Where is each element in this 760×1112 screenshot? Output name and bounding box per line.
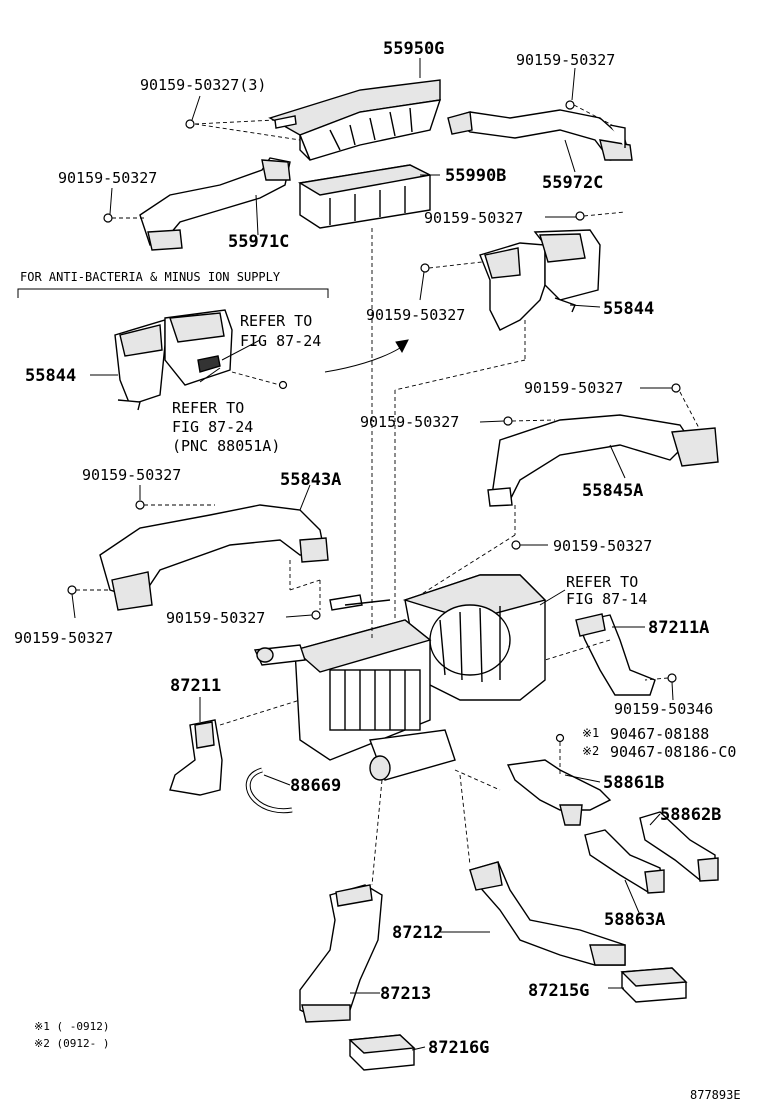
part-88669-drawing [245,767,293,814]
part-87211-drawing [169,719,223,796]
part-58863A-drawing [584,829,665,894]
label-90159-50327-top: 90159-50327 [516,51,615,69]
leader-lines [17,58,674,1051]
note-anti-bacteria: FOR ANTI-BACTERIA & MINUS ION SUPPLY [20,270,281,284]
part-87211A-drawing [575,613,656,696]
part-58861B-drawing [506,759,612,826]
label-55972C: 55972C [542,173,603,193]
label-90159-50327-l2: 90159-50327 [82,466,181,484]
label-90467-08188: 90467-08188 [610,725,709,743]
part-55843A-drawing [99,504,329,611]
part-87212-drawing [468,861,626,966]
assembly-dashed-lines [76,104,701,886]
part-55844-right-drawing [479,229,601,331]
label-90159-50327-right1: 90159-50327 [424,209,523,227]
label-55844-right: 55844 [603,299,654,319]
part-55950G-drawing [268,79,442,161]
mark-1: ※1 [582,726,599,740]
note-refer-87-14-line1: REFER TO [566,573,638,591]
note-refer-87-24-a-line1: REFER TO [240,312,312,330]
label-90159-50327-r5: 90159-50327 [553,537,652,555]
part-55845A-drawing [487,414,719,507]
label-87216G: 87216G [428,1038,489,1058]
label-87212: 87212 [392,923,443,943]
part-55972C-drawing [447,109,633,161]
part-55844-left-drawing [114,309,233,411]
label-55971C: 55971C [228,232,289,252]
label-90159-50327-right2: 90159-50327 [366,306,465,324]
label-90159-50327-l3: 90159-50327 [14,629,113,647]
part-87215G-drawing [620,967,688,1003]
label-87211A: 87211A [648,618,709,638]
footnote-1: ※1 ( -0912) [34,1020,109,1033]
footnote-2: ※2 (0912- ) [34,1037,109,1050]
note-refer-87-24-a-line2: FIG 87-24 [240,332,321,350]
label-90159-50327-left1: 90159-50327 [58,169,157,187]
part-55971C-drawing [139,157,291,251]
note-refer-87-24-b-line2: FIG 87-24 [172,418,253,436]
label-87211: 87211 [170,676,221,696]
part-58862B-drawing [639,811,719,882]
label-90159-50327-r4: 90159-50327 [360,413,459,431]
note-refer-87-14-line2: FIG 87-14 [566,590,647,608]
label-90159-50346: 90159-50346 [614,700,713,718]
label-58861B: 58861B [603,773,664,793]
label-90467-08186: 90467-08186-C0 [610,743,736,761]
label-55845A: 55845A [582,481,643,501]
label-55990B: 55990B [445,166,506,186]
label-87215G: 87215G [528,981,589,1001]
label-90159-50327-3: 90159-50327(3) [140,76,266,94]
note-refer-87-24-b-line3: (PNC 88051A) [172,437,280,455]
part-labels: 55950G 90159-50327(3) 90159-50327 55972C… [14,39,741,1102]
label-55844-left: 55844 [25,366,76,386]
label-58863A: 58863A [604,910,665,930]
part-87213-drawing [299,884,383,1023]
label-55950G: 55950G [383,39,444,59]
label-90159-50327-c1: 90159-50327 [166,609,265,627]
part-87216G-drawing [348,1034,416,1071]
label-90159-50327-r3: 90159-50327 [524,379,623,397]
label-88669: 88669 [290,776,341,796]
mark-2: ※2 [582,744,599,758]
label-87213: 87213 [380,984,431,1004]
label-58862B: 58862B [660,805,721,825]
part-55990B-drawing [298,164,433,229]
note-refer-87-24-b-line1: REFER TO [172,399,244,417]
heater-unit-drawing [253,574,547,781]
label-55843A: 55843A [280,470,341,490]
figure-id: 877893E [690,1088,741,1102]
